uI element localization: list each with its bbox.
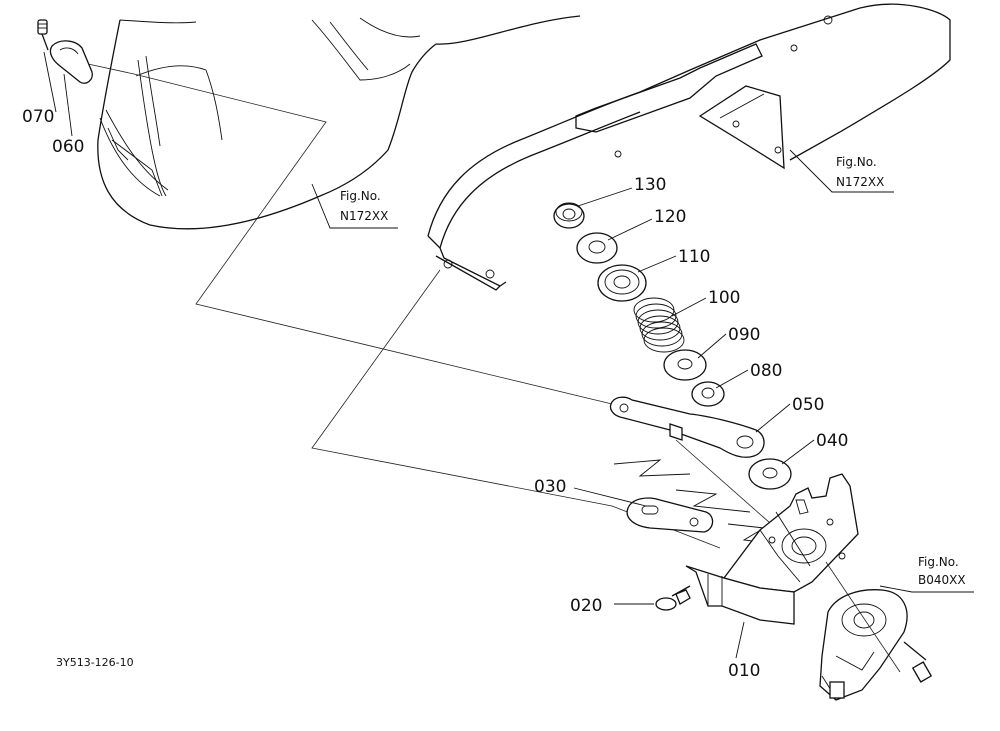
- label-030: 030: [534, 477, 566, 497]
- part-070-bolt: [37, 19, 49, 51]
- part-010-bracket: [685, 473, 859, 625]
- fig-ref-3-line1: Fig.No.: [918, 555, 959, 569]
- part-040-washer: [748, 458, 792, 490]
- projection-lines: [133, 73, 721, 549]
- label-130: 130: [634, 175, 666, 195]
- fig-ref-1-line2: N172XX: [340, 209, 388, 223]
- part-090-washer: [663, 349, 707, 381]
- part-110-cup-washer: [597, 264, 647, 302]
- label-110: 110: [678, 247, 710, 267]
- leader-lines: [43, 51, 974, 659]
- upper-frame-rail: [427, 3, 951, 291]
- part-050-lever: [609, 396, 797, 547]
- label-100: 100: [708, 288, 740, 308]
- label-050: 050: [792, 395, 824, 415]
- part-020-bolt: [655, 585, 691, 611]
- label-080: 080: [750, 361, 782, 381]
- drawing-code: 3Y513-126-10: [56, 656, 134, 669]
- fig-ref-3-line2: B040XX: [918, 573, 966, 587]
- part-labels: 070 060 130 120 110 100 090 080 050 040 …: [22, 107, 848, 681]
- label-090: 090: [728, 325, 760, 345]
- label-040: 040: [816, 431, 848, 451]
- label-020: 020: [570, 596, 602, 616]
- label-070: 070: [22, 107, 54, 127]
- label-060: 060: [52, 137, 84, 157]
- part-120-washer: [576, 232, 618, 264]
- fig-ref-2-line2: N172XX: [836, 175, 884, 189]
- figure-references: Fig.No. N172XX Fig.No. N172XX Fig.No. B0…: [340, 155, 966, 587]
- label-010: 010: [728, 661, 760, 681]
- part-100-spring: [633, 297, 685, 353]
- part-060-knob: [49, 40, 93, 84]
- label-120: 120: [654, 207, 686, 227]
- fig-ref-2-line1: Fig.No.: [836, 155, 877, 169]
- part-080-washer: [691, 381, 725, 407]
- leader-knob-dash: [87, 63, 135, 75]
- sensor-assembly: [819, 561, 933, 701]
- upper-body-panel: [97, 15, 581, 230]
- fig-ref-1-line1: Fig.No.: [340, 189, 381, 203]
- part-030-plate: [626, 497, 714, 533]
- part-130-nut: [553, 202, 585, 229]
